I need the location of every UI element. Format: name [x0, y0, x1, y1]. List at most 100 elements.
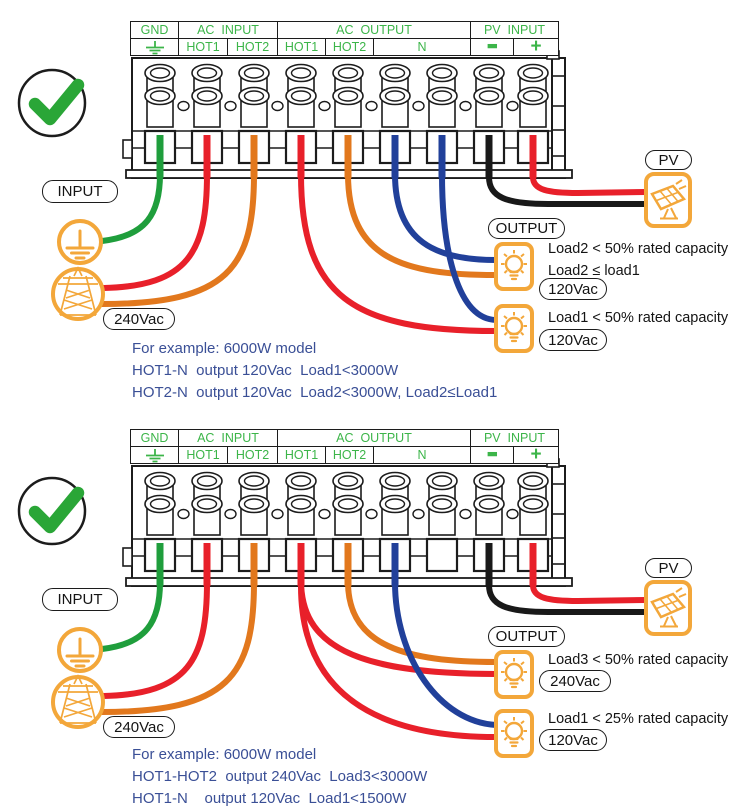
neutral-wire: [392, 579, 499, 728]
input-voltage-label: 240Vac: [103, 716, 175, 738]
gnd-wire: [99, 579, 163, 652]
lamp-icon-load2: [494, 242, 534, 291]
utility-grid-tower-icon: [51, 266, 105, 321]
terminal-4: [284, 63, 331, 178]
input-label: INPUT: [42, 588, 118, 611]
col-gnd: GND: [131, 430, 179, 446]
neutral-wire-1: [392, 171, 499, 263]
terminal-5: [331, 471, 378, 586]
wires: [99, 171, 649, 334]
wires: [99, 577, 649, 740]
pin-out-hot1: HOT1: [278, 39, 326, 55]
ac-output-hot2-wire: [345, 171, 499, 278]
earth-ground-icon: [145, 448, 164, 462]
example-note-2: HOT1-N output 120Vac Load1<3000W: [132, 362, 399, 379]
terminal-6: [378, 63, 425, 178]
pin-pv-minus: −: [471, 433, 514, 477]
col-gnd: GND: [131, 22, 179, 38]
ground-icon: [57, 627, 103, 673]
pin-pv-minus: −: [471, 25, 514, 69]
pin-out-hot1: HOT1: [278, 447, 326, 463]
terminal-block: [122, 50, 573, 179]
wiring-example-1: GND AC INPUT AC OUTPUT PV INPUT HOT1 HOT…: [17, 21, 729, 401]
terminal-8: [472, 471, 519, 586]
correct-check-icon: [17, 68, 87, 138]
gnd-symbol-cell: [131, 39, 179, 55]
bulb-art: [501, 249, 527, 280]
neutral-wire-2: [439, 171, 499, 323]
example-note-2: HOT1-HOT2 output 240Vac Load3<3000W: [132, 768, 428, 785]
solar-panel-art: [650, 179, 687, 220]
wiring-example-2: GND AC INPUT AC OUTPUT PV INPUT HOT1 HOT…: [0, 408, 734, 812]
terminal-9: [516, 63, 550, 178]
wiring-artwork-2: [17, 458, 649, 740]
pv-label: PV: [645, 150, 692, 170]
pv-minus-wire: [486, 174, 649, 207]
pv-minus-wire: [486, 582, 649, 615]
bulb-art: [501, 657, 527, 688]
lamp-icon-load1: [494, 304, 534, 353]
load2-condition-text: Load2 ≤ load1: [548, 263, 640, 279]
load3-capacity-text: Load3 < 50% rated capacity: [548, 652, 729, 668]
col-pv-input: PV INPUT: [483, 23, 546, 37]
ac-input-hot1-wire: [101, 579, 210, 699]
wiring-artwork-1: [17, 50, 649, 334]
pin-out-hot2: HOT2: [326, 447, 374, 463]
header-row-pins: HOT1 HOT2 HOT1 HOT2 N − +: [131, 433, 558, 477]
ac-output-hot1-wire-branch-b: [298, 583, 499, 740]
ac-input-hot2-wire: [99, 171, 257, 307]
pv-label: PV: [645, 558, 692, 578]
terminal-7: [425, 63, 472, 178]
terminal-2: [190, 63, 237, 178]
terminal-7: [425, 471, 472, 573]
pin-in-hot1: HOT1: [179, 447, 228, 463]
lamp-icon-load3: [494, 650, 534, 699]
terminal-3: [237, 471, 284, 586]
pin-in-hot1: HOT1: [179, 39, 228, 55]
col-ac-output: AC OUTPUT: [278, 22, 471, 38]
terminal-1: [143, 63, 190, 178]
output-label: OUTPUT: [488, 626, 565, 647]
bulb-art: [501, 311, 527, 342]
pv-plus-wire: [530, 174, 649, 197]
terminal-block: [122, 458, 573, 587]
input-label: INPUT: [42, 180, 118, 203]
terminal-header: GND AC INPUT AC OUTPUT PV INPUT HOT1 HOT…: [130, 21, 559, 69]
header-row-groups: GND AC INPUT AC OUTPUT PV INPUT: [131, 22, 558, 38]
pin-in-hot2: HOT2: [228, 447, 278, 463]
bulb-art: [501, 716, 527, 747]
header-row-pins: HOT1 HOT2 HOT1 HOT2 N − +: [131, 25, 558, 69]
col-pv-input: PV INPUT: [483, 431, 546, 445]
gnd-wire: [99, 171, 163, 244]
output-label: OUTPUT: [488, 218, 565, 239]
ac-output-hot2-wire: [345, 579, 499, 665]
load3-voltage-label: 240Vac: [539, 670, 611, 692]
load1-voltage-label: 120Vac: [539, 329, 607, 351]
ac-input-hot2-wire: [99, 579, 257, 715]
utility-grid-tower-icon: [51, 674, 105, 729]
load2-voltage-label: 120Vac: [539, 278, 607, 300]
solar-panel-icon: [644, 580, 692, 636]
terminal-3: [237, 63, 284, 178]
col-ac-input: AC INPUT: [179, 22, 278, 38]
terminal-8: [472, 63, 519, 178]
load1-voltage-label: 120Vac: [539, 729, 607, 751]
gnd-symbol-cell: [131, 447, 179, 463]
load2-capacity-text: Load2 < 50% rated capacity: [548, 241, 729, 257]
pin-pv-plus: +: [530, 444, 542, 465]
terminal-header: GND AC INPUT AC OUTPUT PV INPUT HOT1 HOT…: [130, 429, 559, 477]
example-note-1: For example: 6000W model: [132, 746, 317, 763]
pin-neutral: N: [374, 39, 471, 55]
pin-in-hot2: HOT2: [228, 39, 278, 55]
header-row-groups: GND AC INPUT AC OUTPUT PV INPUT: [131, 430, 558, 446]
terminal-2: [190, 471, 237, 586]
col-ac-output: AC OUTPUT: [278, 430, 471, 446]
example-note-1: For example: 6000W model: [132, 340, 317, 357]
solar-panel-icon: [644, 172, 692, 228]
load1-capacity-text: Load1 < 50% rated capacity: [548, 310, 729, 326]
ac-input-hot1-wire: [101, 171, 210, 291]
lamp-icon-load1: [494, 709, 534, 758]
example-note-3: HOT1-N output 120Vac Load1<1500W: [132, 790, 407, 807]
terminal-1: [143, 471, 190, 586]
